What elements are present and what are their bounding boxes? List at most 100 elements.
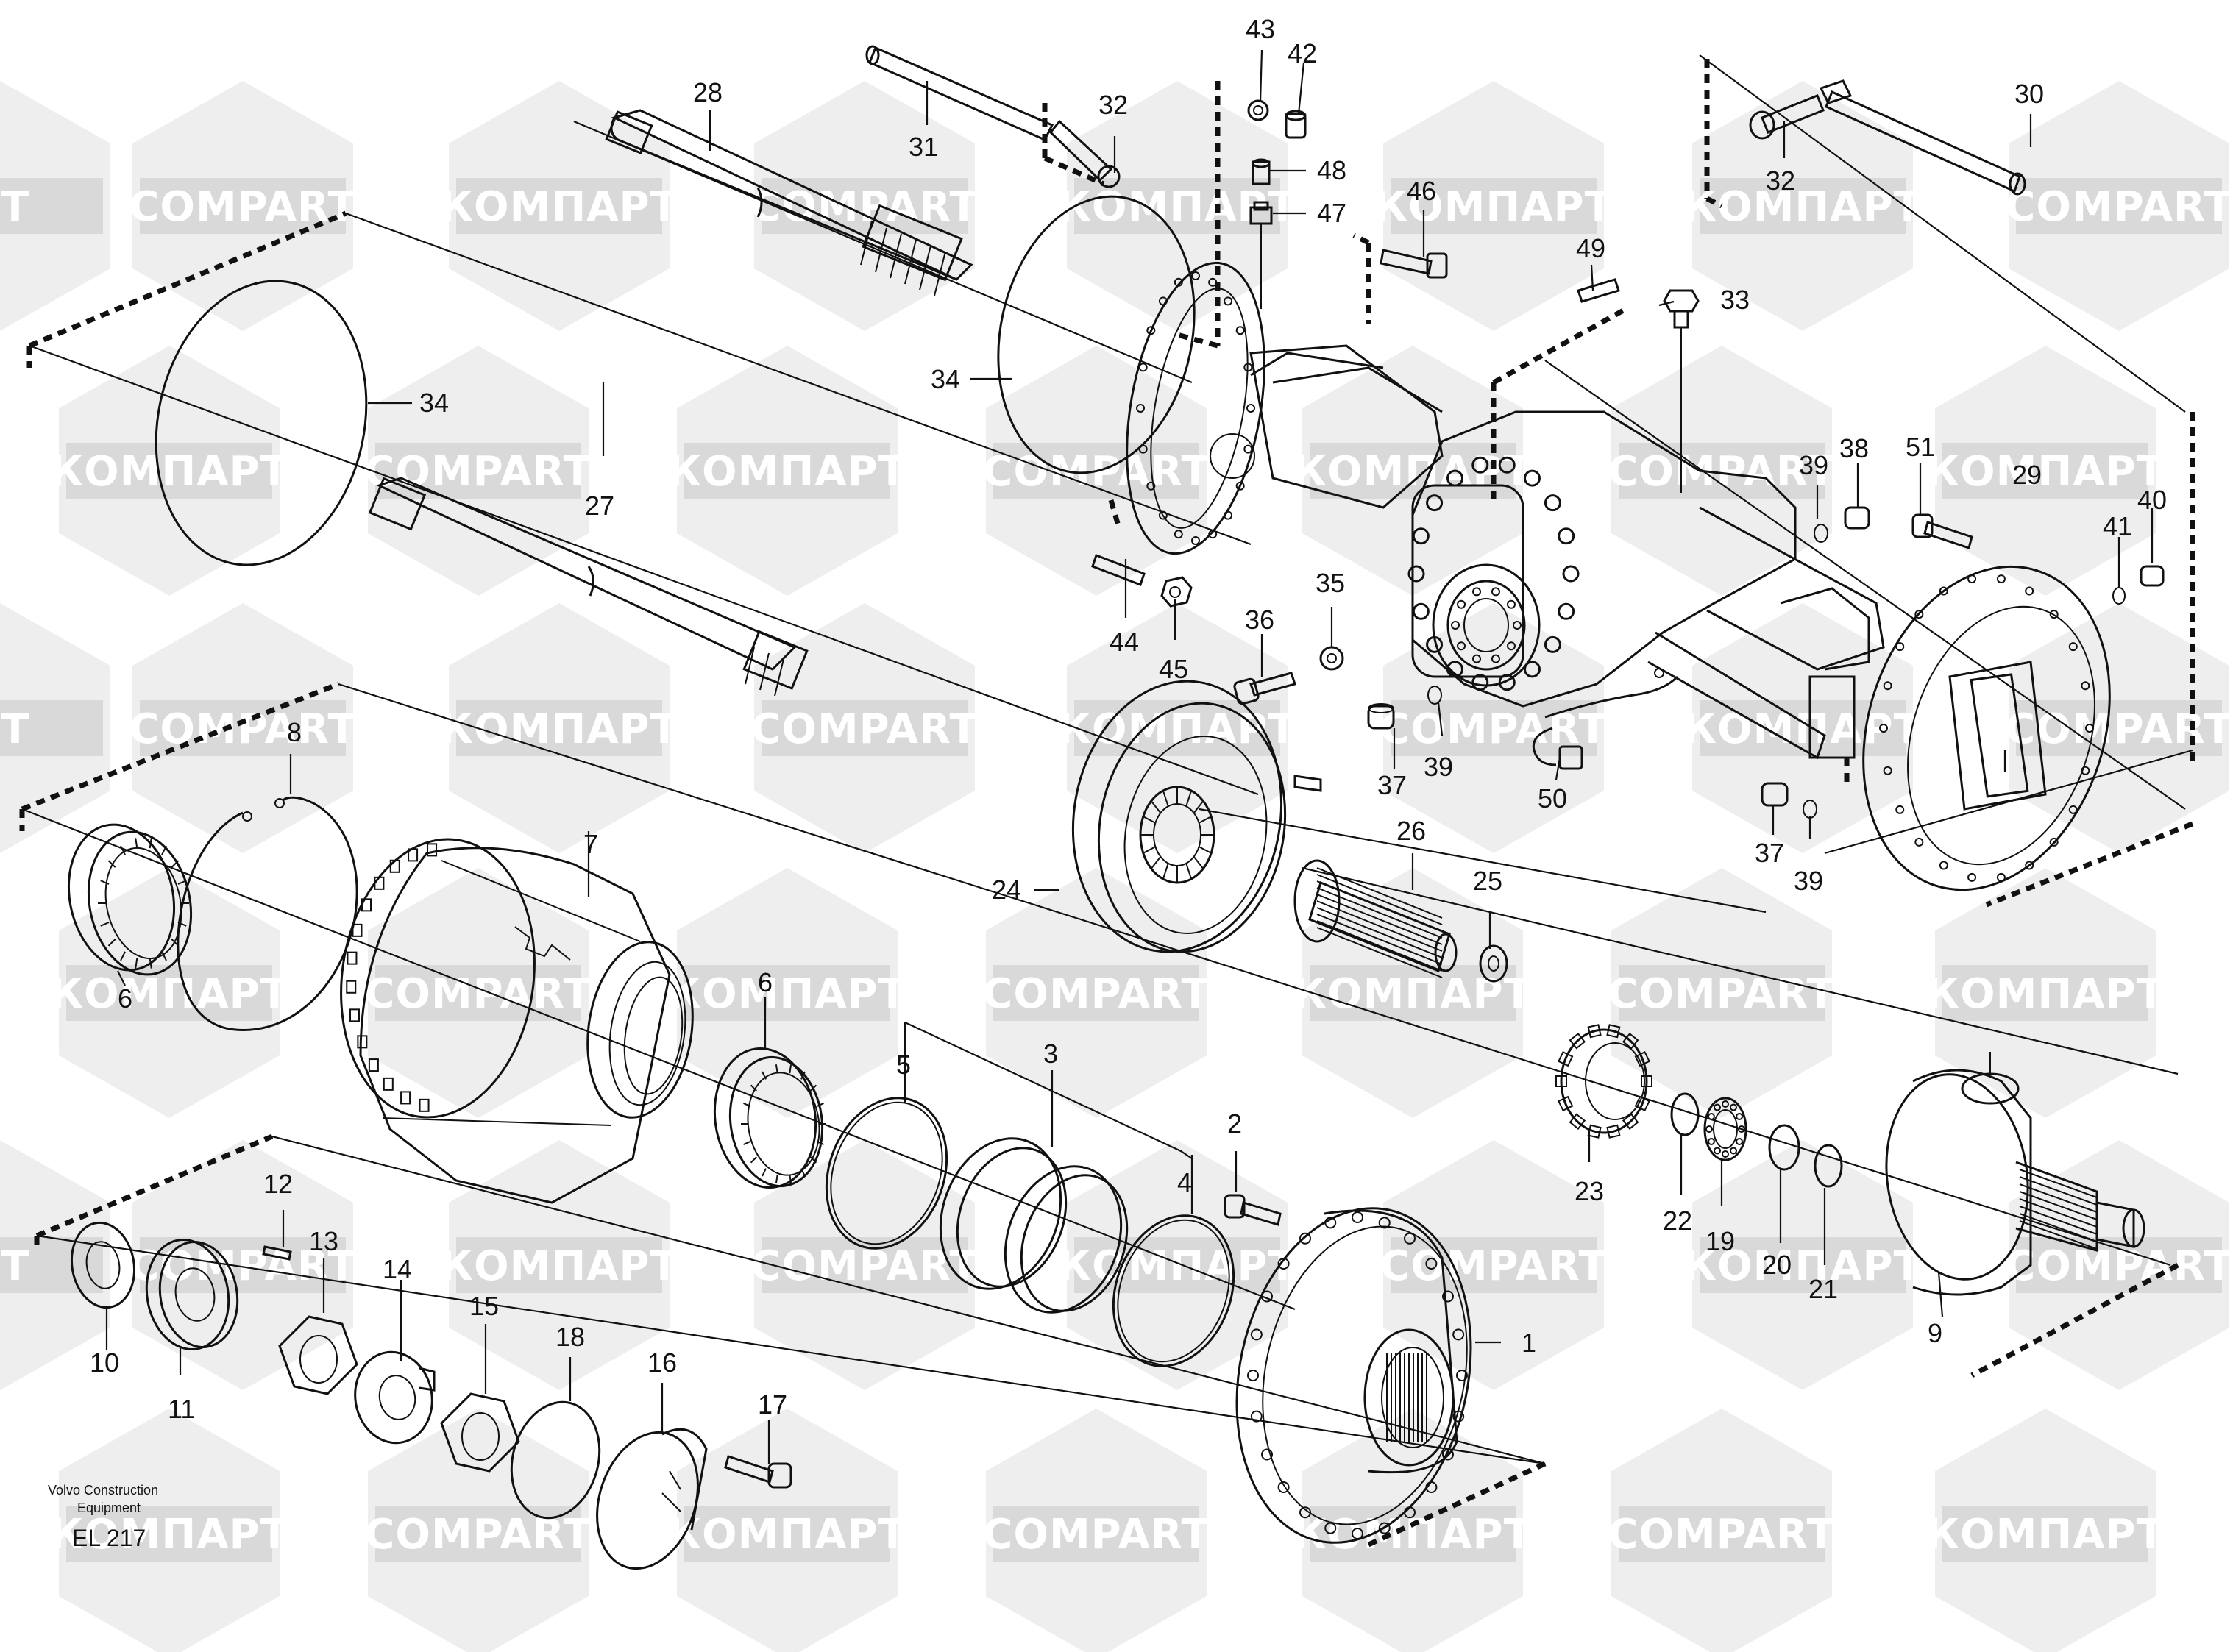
watermark-text: PT — [0, 705, 30, 753]
retaining-ring-8 — [177, 796, 358, 1031]
brake-assembly-24 — [1071, 680, 1322, 953]
callout-41: 41 — [2103, 511, 2132, 541]
o-ring-34-upper — [997, 195, 1196, 474]
watermark-tile: PT — [0, 1140, 110, 1390]
callout-37-left: 37 — [1377, 770, 1407, 800]
plate-11 — [145, 1239, 239, 1350]
watermark-tile: COMPART — [2005, 603, 2232, 853]
axle-housing — [1126, 261, 2111, 891]
watermark-text: COMPART — [750, 1242, 978, 1290]
watermark-text: COMPART — [364, 448, 592, 496]
rod-31 — [865, 45, 1054, 141]
seal-ring-41 — [2112, 587, 2126, 605]
bolt-2 — [1224, 1194, 1282, 1226]
watermark-text: COMPART — [1380, 1242, 1607, 1290]
watermark-text: КОМПАРТ — [49, 1511, 289, 1559]
watermark-tile: КОМПАРТ — [1293, 346, 1532, 596]
watermark-text: COMPART — [982, 1511, 1210, 1559]
watermark-text: КОМПАРТ — [1293, 1511, 1533, 1559]
callout-23: 23 — [1575, 1176, 1604, 1206]
watermark-text: COMPART — [129, 705, 356, 753]
callout-43: 43 — [1246, 14, 1275, 44]
watermark-tile: КОМПАРТ — [1374, 81, 1613, 331]
callout-12: 12 — [263, 1169, 293, 1199]
screw-32-top — [1048, 119, 1121, 188]
watermark-text: КОМПАРТ — [49, 970, 289, 1018]
sensor-33 — [1663, 289, 1700, 493]
watermark-text: КОМПАРТ — [1683, 183, 1923, 231]
bolt-17 — [724, 1455, 792, 1489]
spindle-9 — [1885, 1052, 2145, 1296]
watermark-tile: COMPART — [1608, 346, 1835, 596]
hub-cap-16 — [596, 1428, 708, 1570]
watermark-text: COMPART — [364, 970, 592, 1018]
o-ring-5 — [825, 1097, 948, 1250]
watermark-tile: PT — [0, 81, 110, 331]
callout-44: 44 — [1110, 627, 1139, 657]
callout-5: 5 — [896, 1050, 911, 1080]
watermark-tile: КОМПАРТ — [49, 1409, 289, 1652]
callout-39-right: 39 — [1794, 866, 1823, 896]
hub-housing-7 — [340, 838, 694, 1204]
callout-16: 16 — [647, 1347, 677, 1378]
compart-watermark: PTCOMPARTКОМПАРТCOMPARTКОМПАРТКОМПАРТКОМ… — [0, 81, 2232, 1652]
watermark-tile: КОМПАРТ — [667, 346, 907, 596]
watermark-tile: COMPART — [1380, 1140, 1607, 1390]
watermark-tile: КОМПАРТ — [1057, 603, 1296, 853]
watermark-tile: PT — [0, 603, 110, 853]
watermark-text: COMPART — [1608, 970, 1835, 1018]
watermark-text: PT — [0, 183, 30, 231]
circlip-22 — [1670, 1092, 1700, 1136]
washer-43 — [1247, 99, 1269, 121]
bearing-6-center — [713, 1047, 826, 1189]
screw-32-right — [1749, 94, 1825, 140]
watermark-text: PT — [0, 1242, 30, 1290]
callout-34-upper: 34 — [931, 364, 960, 394]
nut-15 — [440, 1392, 520, 1473]
watermark-text: КОМПАРТ — [439, 705, 679, 753]
callout-14: 14 — [383, 1254, 412, 1284]
watermark-text: КОМПАРТ — [1925, 970, 2165, 1018]
callout-49: 49 — [1576, 233, 1605, 263]
wheel-hub-1 — [1235, 1207, 1472, 1544]
callout-19: 19 — [1705, 1226, 1735, 1256]
bolt-36 — [1233, 672, 1296, 705]
callout-40: 40 — [2137, 485, 2167, 515]
watermark-text: КОМПАРТ — [667, 448, 907, 496]
callout-36: 36 — [1245, 605, 1274, 635]
watermark-tile: COMPART — [982, 1409, 1210, 1652]
lock-washer-14 — [354, 1350, 436, 1445]
callout-31: 31 — [909, 132, 938, 162]
callout-27: 27 — [585, 491, 614, 521]
watermark-text: COMPART — [1608, 1511, 1835, 1559]
callout-20: 20 — [1762, 1250, 1792, 1280]
callout-37-right: 37 — [1755, 838, 1784, 868]
ring-20 — [1768, 1124, 1800, 1171]
watermark-text: COMPART — [750, 183, 978, 231]
watermark-text: КОМПАРТ — [1057, 1242, 1297, 1290]
sensor-46 — [1380, 249, 1448, 279]
plug-40 — [2140, 565, 2165, 587]
callout-42: 42 — [1288, 38, 1317, 68]
callout-47: 47 — [1317, 198, 1346, 228]
needle-bearing-19 — [1703, 1097, 1747, 1161]
watermark-tile: КОМПАРТ — [1683, 81, 1923, 331]
lock-washer-35 — [1319, 646, 1344, 671]
bolt-51 — [1911, 513, 1973, 549]
callout-3: 3 — [1043, 1039, 1058, 1069]
o-ring-4 — [1112, 1214, 1235, 1367]
callout-4: 4 — [1177, 1167, 1192, 1197]
watermark-text: КОМПАРТ — [1374, 183, 1613, 231]
callout-9: 9 — [1928, 1318, 1942, 1348]
watermark-text: COMPART — [364, 1511, 592, 1559]
callout-29: 29 — [2012, 460, 2042, 490]
watermark-tile: КОМПАРТ — [49, 868, 289, 1118]
callout-32-top: 32 — [1098, 90, 1128, 120]
bearing-6-left — [67, 823, 193, 976]
callout-21: 21 — [1808, 1274, 1838, 1304]
callout-8: 8 — [287, 717, 302, 747]
thrust-washer-25 — [1479, 944, 1508, 983]
watermark-text: КОМПАРТ — [439, 183, 679, 231]
watermark-tile: COMPART — [129, 81, 356, 331]
rod-30 — [1819, 79, 2026, 196]
